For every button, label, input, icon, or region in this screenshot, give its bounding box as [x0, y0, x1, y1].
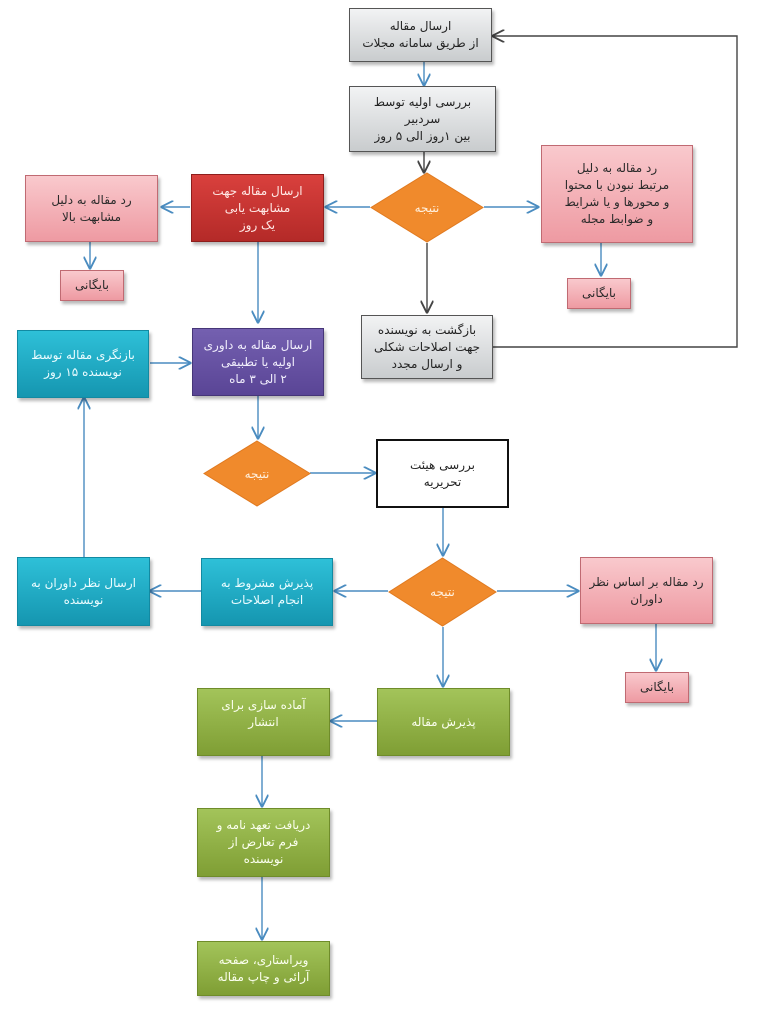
- node-reject-reviewers: رد مقاله بر اساس نظر داوران: [580, 557, 713, 624]
- decision-3-label: نتیجه: [430, 585, 455, 599]
- node-conditional-accept: پذیرش مشروط به انجام اصلاحات: [201, 558, 333, 626]
- node-archive-2: بایگانی: [60, 270, 124, 301]
- node-editorial-board: بررسی هیئت تحریریه: [376, 439, 509, 508]
- node-author-revision: بازنگری مقاله توسط نویسنده ۱۵ روز: [17, 330, 149, 398]
- decision-2: نتیجه: [203, 440, 311, 507]
- decision-diamond-shape: [370, 172, 484, 243]
- node-submit-article: ارسال مقاله از طریق سامانه مجلات: [349, 8, 492, 62]
- node-prepare-publish: آماده سازی برای انتشار: [197, 688, 330, 756]
- decision-1-label: نتیجه: [414, 200, 440, 215]
- node-archive-1: بایگانی: [567, 278, 631, 309]
- decision-3: نتیجه: [388, 557, 497, 627]
- decision-1: نتیجه: [370, 172, 484, 243]
- node-reject-similarity: رد مقاله به دلیل مشابهت بالا: [25, 175, 158, 242]
- decision-diamond-shape: [203, 440, 311, 507]
- node-return-formatting: بازگشت به نویسنده جهت اصلاحات شکلی و ارس…: [361, 315, 493, 379]
- node-archive-3: بایگانی: [625, 672, 689, 703]
- node-edit-print: ویراستاری، صفحه آرائی و چاپ مقاله: [197, 941, 330, 996]
- decision-diamond-shape: [388, 557, 497, 627]
- node-peer-review: ارسال مقاله به داوری اولیه یا تطبیقی ۲ ا…: [192, 328, 324, 396]
- node-similarity-check: ارسال مقاله جهت مشابهت یابی یک روز: [191, 174, 324, 242]
- node-send-reviews: ارسال نظر داوران به نویسنده: [17, 557, 150, 626]
- node-accept: پذیرش مقاله: [377, 688, 510, 756]
- node-initial-review: بررسی اولیه توسط سردبیر بین ۱روز الی ۵ ر…: [349, 86, 496, 152]
- node-reject-scope: رد مقاله به دلیل مرتبط نبودن با محتوا و …: [541, 145, 693, 243]
- node-commitment-form: دریافت تعهد نامه و فرم تعارض از نویسنده: [197, 808, 330, 877]
- connector-return-loop: [493, 36, 738, 348]
- decision-2-label: نتیجه: [244, 466, 270, 481]
